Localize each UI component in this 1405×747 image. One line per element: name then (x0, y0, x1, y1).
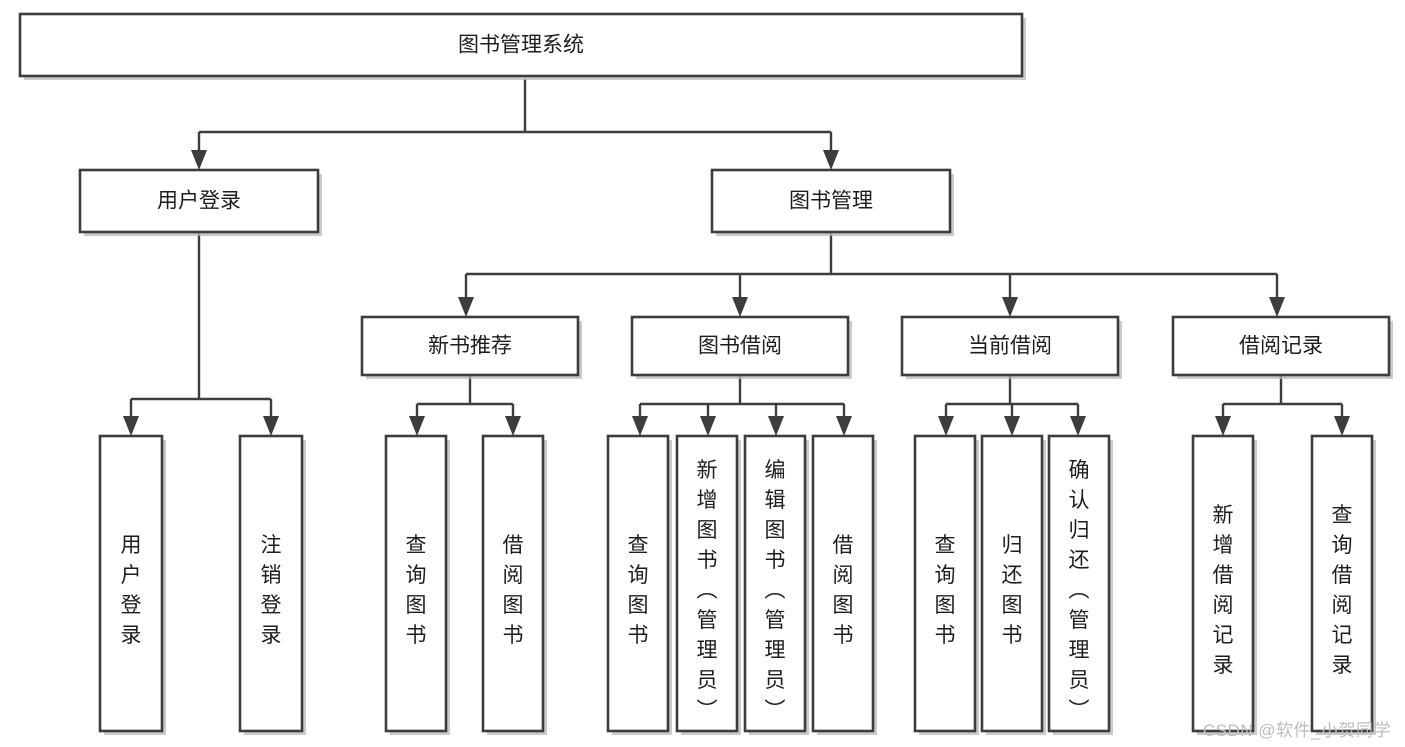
leaf-confirm-return-label: 确认归还︵管理员︶ (1069, 459, 1090, 722)
node-borrow-record-label: 借阅记录 (1239, 335, 1323, 358)
arrowhead-book-borrow (732, 297, 748, 317)
node-book-manage-label: 图书管理 (789, 190, 873, 213)
node-borrow-record[interactable]: 借阅记录 (1171, 315, 1393, 379)
node-user-login-label: 用户登录 (157, 190, 241, 213)
leaf-edit-book-box[interactable] (743, 434, 807, 733)
node-current-borrow-box[interactable] (900, 315, 1120, 377)
leaf-add-book[interactable] (675, 434, 741, 735)
arrowhead-leaf-confirm-return (1070, 416, 1086, 436)
arrowhead-leaf-query-book-3 (938, 416, 954, 436)
leaf-logout[interactable] (238, 434, 306, 735)
leaf-borrow-book-1[interactable] (481, 434, 547, 735)
node-root[interactable]: 图书管理系统 (18, 12, 1026, 80)
leaf-query-book-1-label: 查询图书 (406, 534, 427, 647)
node-book-manage[interactable]: 图书管理 (710, 168, 954, 236)
leaf-logout-label: 注销登录 (261, 534, 282, 647)
node-book-borrow-box[interactable] (630, 315, 850, 377)
leaf-user-login-label: 用户登录 (121, 534, 142, 647)
leaf-return-book[interactable] (980, 434, 1046, 735)
arrowhead-book-manage (823, 150, 839, 170)
arrowhead-leaf-return-book (1004, 416, 1020, 436)
node-user-login[interactable]: 用户登录 (78, 168, 322, 236)
leaf-logout-box[interactable] (238, 434, 304, 733)
arrowhead-leaf-edit-book (768, 416, 784, 436)
leaf-add-book-label: 新增图书︵管理员︶ (697, 459, 718, 722)
arrowhead-leaf-query-record (1334, 416, 1350, 436)
arrowhead-leaf-query-book-2 (632, 416, 648, 436)
leaf-query-record-box[interactable] (1310, 434, 1374, 733)
node-root-box[interactable] (18, 12, 1024, 78)
arrowhead-leaf-add-record (1215, 416, 1231, 436)
leaf-query-book-2-label: 查询图书 (628, 534, 649, 647)
leaf-user-login[interactable] (98, 434, 166, 735)
arrowhead-leaf-user-login (123, 416, 139, 436)
leaf-borrow-book-1-box[interactable] (481, 434, 545, 733)
node-root-label: 图书管理系统 (458, 34, 584, 57)
leaf-add-record-label: 新增借阅记录 (1213, 504, 1234, 677)
leaf-add-book-box[interactable] (675, 434, 739, 733)
node-new-book-rec[interactable]: 新书推荐 (360, 315, 582, 379)
node-user-login-box[interactable] (78, 168, 320, 234)
leaf-query-book-3-label: 查询图书 (935, 534, 956, 647)
node-book-borrow-label: 图书借阅 (698, 335, 782, 358)
leaf-borrow-book-2-box[interactable] (811, 434, 875, 733)
leaf-query-record-label: 查询借阅记录 (1332, 504, 1353, 677)
arrowhead-leaf-add-book (700, 416, 716, 436)
arrowhead-leaf-query-book-1 (409, 416, 425, 436)
leaf-return-book-label: 归还图书 (1002, 534, 1023, 647)
leaf-confirm-return[interactable] (1047, 434, 1113, 735)
node-current-borrow-label: 当前借阅 (968, 335, 1052, 358)
node-new-book-rec-label: 新书推荐 (428, 335, 512, 358)
leaf-query-record[interactable] (1310, 434, 1376, 735)
node-borrow-record-box[interactable] (1171, 315, 1391, 377)
arrowhead-leaf-borrow-book-2 (836, 416, 852, 436)
arrowhead-current-borrow (1002, 297, 1018, 317)
leaf-add-record-box[interactable] (1191, 434, 1255, 733)
leaf-borrow-book-1-label: 借阅图书 (503, 534, 524, 647)
connector-layer (123, 79, 1350, 436)
leaf-borrow-book-2[interactable] (811, 434, 877, 735)
arrowhead-leaf-logout (263, 416, 279, 436)
leaf-label-layer: 用户登录 注销登录 查询图书 借阅图书 查询图书 新增图书︵管理员︶ 编辑图书︵… (121, 459, 1353, 722)
leaf-edit-book-label: 编辑图书︵管理员︶ (765, 459, 786, 722)
arrowhead-leaf-borrow-book-1 (505, 416, 521, 436)
leaf-query-book-3[interactable] (913, 434, 979, 735)
arrowhead-user-login (191, 150, 207, 170)
leaf-query-book-1-box[interactable] (384, 434, 448, 733)
leaf-query-book-2-box[interactable] (606, 434, 670, 733)
arrowhead-borrow-record (1269, 297, 1285, 317)
leaf-query-book-3-box[interactable] (913, 434, 977, 733)
leaf-edit-book[interactable] (743, 434, 809, 735)
node-new-book-rec-box[interactable] (360, 315, 580, 377)
node-book-manage-box[interactable] (710, 168, 952, 234)
node-current-borrow[interactable]: 当前借阅 (900, 315, 1122, 379)
leaf-borrow-book-2-label: 借阅图书 (833, 534, 854, 647)
leaf-query-book-1[interactable] (384, 434, 450, 735)
node-book-borrow[interactable]: 图书借阅 (630, 315, 852, 379)
leaf-query-book-2[interactable] (606, 434, 672, 735)
arrowhead-new-book-rec (458, 297, 474, 317)
leaf-add-record[interactable] (1191, 434, 1257, 735)
leaf-user-login-box[interactable] (98, 434, 164, 733)
leaf-confirm-return-box[interactable] (1047, 434, 1111, 733)
leaf-return-book-box[interactable] (980, 434, 1044, 733)
